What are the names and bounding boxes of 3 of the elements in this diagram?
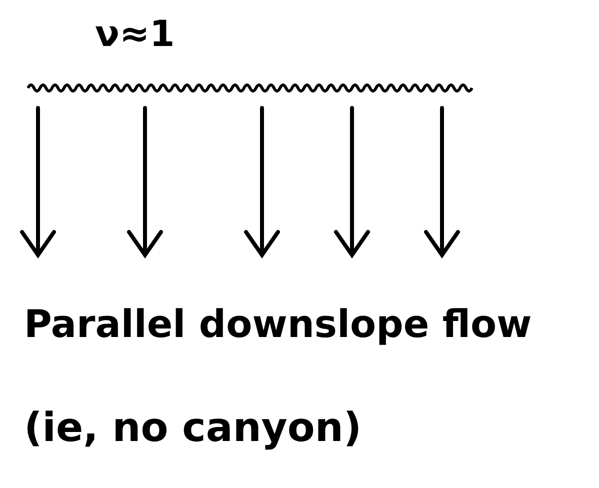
caption-text: (ie, no canyon) [24, 405, 362, 451]
symbol-label: ν≈1 [95, 14, 175, 55]
caption-text: Parallel downslope flow [24, 302, 532, 346]
